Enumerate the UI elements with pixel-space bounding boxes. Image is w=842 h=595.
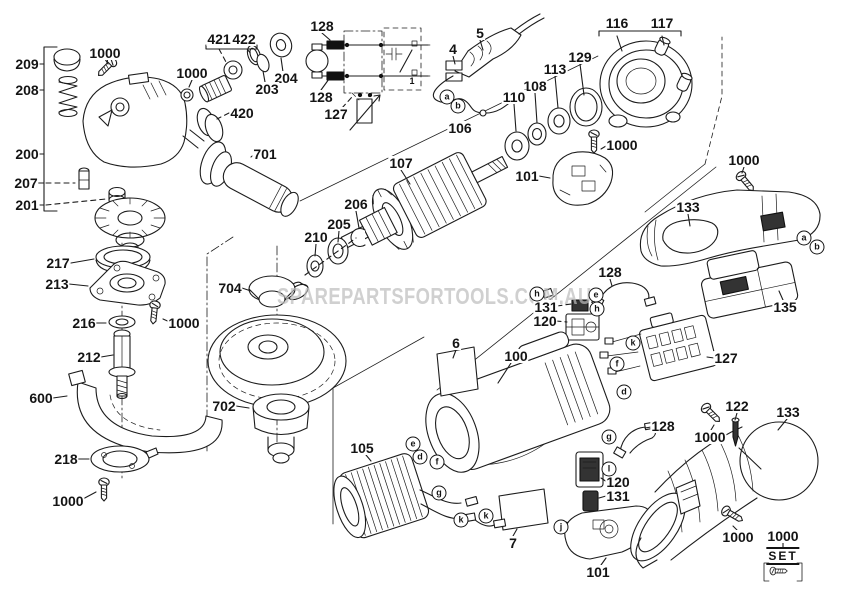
part-label-133: 133 (775, 404, 801, 420)
callout-letter-h: h (589, 301, 605, 317)
part-label-206: 206 (343, 196, 369, 212)
callout-letter-j: j (553, 519, 569, 535)
part-label-101: 101 (585, 564, 611, 580)
part-label-131: 131 (533, 299, 559, 315)
part-label-131: 131 (605, 488, 631, 504)
part-label-702: 702 (211, 398, 237, 414)
part-label-1000: 1000 (175, 65, 209, 81)
part-label-128: 128 (309, 18, 335, 34)
callout-letter-e: e (405, 436, 421, 452)
part-label-420: 420 (229, 105, 255, 121)
part-label-6: 6 (451, 335, 461, 351)
part-label-217: 217 (45, 255, 71, 271)
part-label-135: 135 (772, 299, 798, 315)
part-label-128: 128 (650, 418, 676, 434)
part-label-105: 105 (349, 440, 375, 456)
part-label-1000: 1000 (605, 137, 639, 153)
part-label-208: 208 (14, 82, 40, 98)
part-label-216: 216 (71, 315, 97, 331)
part-label-127: 127 (323, 106, 349, 122)
part-label-129: 129 (567, 49, 593, 65)
part-label-218: 218 (53, 451, 79, 467)
part-label-108: 108 (522, 78, 548, 94)
part-label-100: 100 (503, 348, 529, 364)
part-label-209: 209 (14, 56, 40, 72)
group-bearing-shield (598, 30, 693, 128)
part-label-210: 210 (303, 229, 329, 245)
part-label-122: 122 (724, 398, 750, 414)
part-label-120: 120 (532, 313, 558, 329)
part-label-128: 128 (308, 89, 334, 105)
part-label-110: 110 (501, 89, 527, 105)
part-label-101: 101 (514, 168, 540, 184)
part-label-116: 116 (604, 15, 630, 31)
part-label-204: 204 (273, 70, 299, 86)
part-label-1000: 1000 (88, 45, 122, 61)
callout-letter-l: l (601, 461, 617, 477)
callout-letter-a: a (796, 230, 812, 246)
part-label-113: 113 (542, 61, 568, 77)
group-gear-housing (43, 32, 299, 252)
part-label-1000: 1000 (51, 493, 85, 509)
part-label-701: 701 (252, 146, 278, 162)
part-label-1000: 1000 (727, 152, 761, 168)
callout-letter-g: g (601, 429, 617, 445)
part-label-120: 120 (605, 474, 631, 490)
part-label-128: 128 (597, 264, 623, 280)
part-label-133: 133 (675, 199, 701, 215)
group-motor-housing (425, 331, 611, 531)
group-backing-pad (207, 275, 347, 464)
group-brush-plate-top (552, 129, 614, 206)
part-label-4: 4 (448, 41, 458, 57)
part-label-1000: 1000 (167, 315, 201, 331)
group-stator (333, 453, 507, 539)
callout-letter-a: a (439, 89, 455, 105)
part-label-213: 213 (44, 276, 70, 292)
callout-letter-d: d (616, 384, 632, 400)
callout-letter-f: f (429, 454, 445, 470)
part-label-127: 127 (713, 350, 739, 366)
callout-letter-b: b (450, 98, 466, 114)
part-label-107: 107 (388, 155, 414, 171)
group-rear-cover (630, 400, 819, 569)
part-label-117: 117 (649, 15, 675, 31)
part-label-600: 600 (28, 390, 54, 406)
callout-letter-k: k (625, 335, 641, 351)
part-label-205: 205 (326, 216, 352, 232)
schematic-position-label: 1 (409, 76, 415, 86)
part-label-1000: 1000 (721, 529, 755, 545)
part-label-212: 212 (76, 349, 102, 365)
part-label-207: 207 (13, 175, 39, 191)
part-label-201: 201 (14, 197, 40, 213)
callout-letter-k: k (478, 508, 494, 524)
callout-letter-f: f (609, 356, 625, 372)
part-label-203: 203 (254, 81, 280, 97)
group-spindle-guard (68, 245, 223, 502)
part-label-1000: 1000 (693, 429, 727, 445)
part-label-200: 200 (14, 146, 40, 162)
part-label-1000: 1000 (766, 528, 800, 544)
group-electronic-module (599, 312, 717, 382)
callout-letter-e: e (588, 287, 604, 303)
part-label-704: 704 (217, 280, 243, 296)
callout-letter-h: h (529, 286, 545, 302)
group-armature (287, 87, 603, 301)
part-label-422: 422 (231, 31, 257, 47)
part-label-5: 5 (475, 25, 485, 41)
callout-letter-k: k (453, 512, 469, 528)
callout-letter-g: g (431, 485, 447, 501)
callout-letter-d: d (412, 449, 428, 465)
set-label: SET (766, 547, 800, 565)
group-power-cord (432, 13, 545, 117)
callout-letter-b: b (809, 239, 825, 255)
part-label-106: 106 (447, 120, 473, 136)
part-label-7: 7 (508, 535, 518, 551)
group-wiring-schematic (305, 27, 431, 131)
part-label-421: 421 (206, 31, 232, 47)
